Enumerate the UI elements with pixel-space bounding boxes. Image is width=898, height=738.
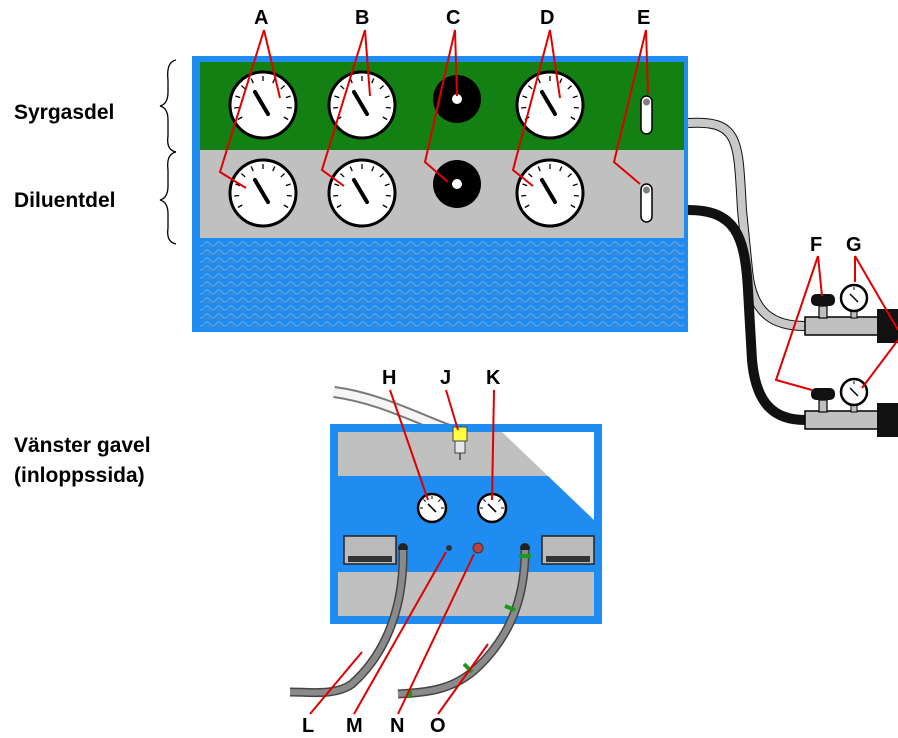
label-a: A bbox=[254, 7, 268, 29]
label-g: G bbox=[846, 234, 862, 256]
oxygen-regulator bbox=[803, 283, 898, 345]
left-end-bottom-strip bbox=[338, 572, 594, 616]
label-e: E bbox=[637, 7, 650, 29]
left-end-label-line2: (inloppssida) bbox=[14, 464, 145, 487]
port-n bbox=[472, 542, 484, 554]
label-c: C bbox=[446, 7, 460, 29]
oxygen-brace bbox=[159, 59, 177, 153]
label-b: B bbox=[355, 7, 369, 29]
oxygen-port-c bbox=[433, 75, 481, 123]
left-end-panel bbox=[330, 424, 602, 624]
label-l: L bbox=[302, 715, 314, 737]
leader-lines-regulators bbox=[774, 255, 898, 391]
valve-j bbox=[452, 426, 468, 460]
label-o: O bbox=[430, 715, 446, 737]
label-d: D bbox=[540, 7, 554, 29]
label-m: M bbox=[346, 715, 363, 737]
oxygen-hose bbox=[687, 118, 806, 330]
oxygen-gauge-b bbox=[327, 70, 397, 140]
label-f: F bbox=[810, 234, 822, 256]
label-k: K bbox=[486, 367, 501, 389]
leader-lines-main bbox=[218, 29, 649, 189]
gauge-h bbox=[416, 492, 448, 524]
leader-lines-left-end bbox=[309, 389, 495, 715]
mesh-section bbox=[200, 240, 684, 328]
label-h: H bbox=[382, 367, 396, 389]
oxygen-indicator-e bbox=[640, 95, 653, 135]
label-n: N bbox=[390, 715, 404, 737]
diluent-hose bbox=[687, 205, 806, 425]
main-unit bbox=[192, 56, 688, 332]
hose-o bbox=[397, 549, 528, 697]
diluent-gauge-b bbox=[327, 158, 397, 228]
diluent-regulator bbox=[803, 377, 898, 439]
diluent-section-label: Diluentdel bbox=[14, 189, 116, 212]
hose-l bbox=[289, 549, 407, 696]
diluent-brace bbox=[159, 151, 177, 245]
oxygen-section-label: Syrgasdel bbox=[14, 101, 114, 124]
diluent-gauge-a bbox=[228, 158, 298, 228]
left-end-corner-cutout bbox=[502, 432, 594, 520]
left-end-label-line1: Vänster gavel bbox=[14, 434, 151, 457]
diluent-indicator-e bbox=[640, 183, 653, 223]
diluent-gauge-d bbox=[515, 158, 585, 228]
label-j: J bbox=[440, 367, 451, 389]
hole-m bbox=[446, 545, 452, 551]
diluent-port-c bbox=[433, 160, 481, 208]
oxygen-gauge-d bbox=[515, 70, 585, 140]
hose-o-markers bbox=[408, 554, 531, 698]
